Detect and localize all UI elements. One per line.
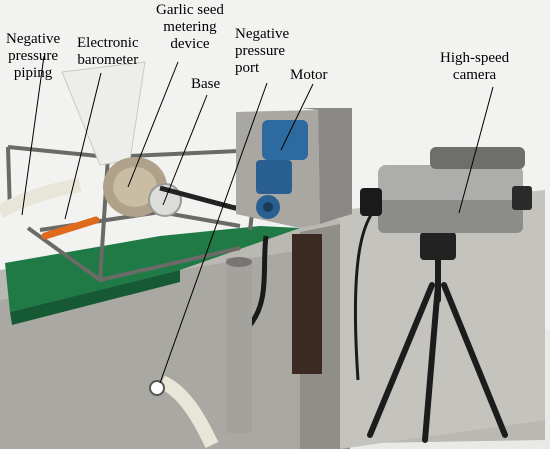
label-motor: Motor <box>290 67 328 83</box>
label-high-speed-camera: High-speed camera <box>440 50 510 83</box>
label-garlic-seed-metering-device: Garlic seed metering device <box>156 2 224 52</box>
label-negative-pressure-piping: Negative pressure piping <box>6 31 61 81</box>
label-negative-pressure-port: Negative pressure port <box>235 26 290 76</box>
label-electronic-barometer: Electronic barometer <box>77 35 139 68</box>
label-base: Base <box>191 76 221 92</box>
